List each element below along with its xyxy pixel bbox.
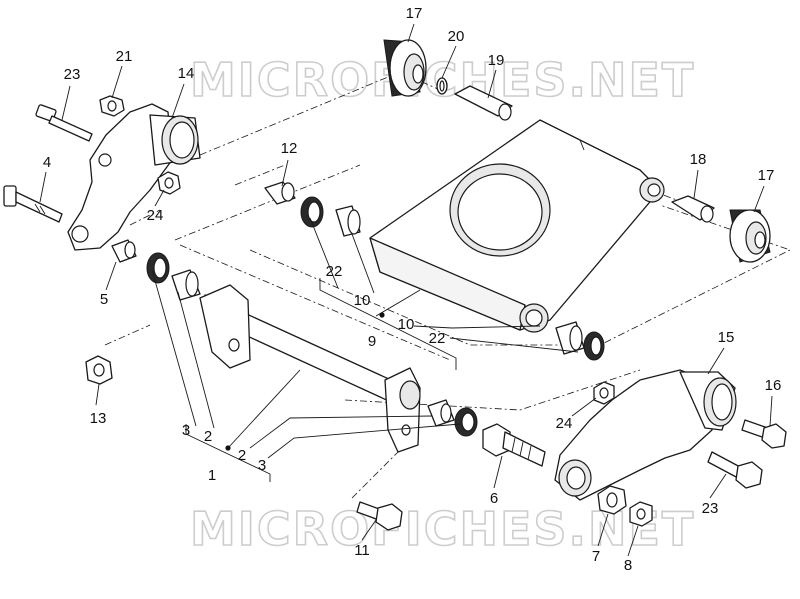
callout-4: 4	[43, 154, 51, 171]
callout-24-right: 24	[556, 415, 573, 432]
bolt-part-6	[482, 423, 546, 467]
seal-bearing-swingarm-lower	[555, 321, 605, 361]
right-bracket-part	[554, 369, 737, 501]
pin-part-19	[454, 85, 513, 121]
circlip-part-20	[436, 77, 448, 95]
nut-part-24-left	[157, 171, 181, 195]
silent-block-part-17-top	[383, 39, 427, 97]
seal-bearing-right-shaft	[427, 399, 478, 437]
callout-6: 6	[490, 490, 498, 507]
callout-7: 7	[592, 548, 600, 565]
callout-16: 16	[765, 377, 782, 394]
callout-20: 20	[448, 28, 465, 45]
callout-2-left: 2	[204, 428, 212, 445]
callout-numbers: 17 20 19 21 23 14 4 24 5 12 22 10 9 10 2…	[43, 5, 782, 574]
callout-5: 5	[100, 291, 108, 308]
bolt-part-11	[356, 501, 403, 531]
callout-9: 9	[368, 333, 376, 350]
pin-part-18	[671, 195, 715, 223]
callout-17-right: 17	[758, 167, 775, 184]
nut-part-21	[99, 95, 125, 117]
seal-bearing-upper	[300, 196, 361, 237]
callout-24-left: 24	[147, 207, 164, 224]
callout-19: 19	[488, 52, 505, 69]
nut-part-13	[85, 355, 113, 385]
bolt-part-16	[741, 419, 787, 449]
callout-3-left: 3	[182, 422, 190, 439]
callout-23-left: 23	[64, 66, 81, 83]
callout-21: 21	[116, 48, 133, 65]
silent-block-part-17-right	[729, 209, 771, 263]
leader-lines	[39, 23, 773, 557]
seal-bearing-left	[146, 252, 201, 301]
callout-3-right: 3	[258, 457, 266, 474]
callout-11: 11	[354, 542, 370, 559]
bolt-part-23-right	[707, 451, 763, 489]
callout-10-lower: 10	[398, 316, 415, 333]
callout-22-lower: 22	[429, 330, 446, 347]
callout-14: 14	[178, 65, 195, 82]
nut-part-8	[629, 501, 653, 527]
callout-8: 8	[624, 557, 632, 574]
bushing-part-12	[264, 181, 296, 205]
callout-18: 18	[690, 151, 707, 168]
callout-17-top: 17	[406, 5, 423, 22]
assembly-dot-9	[379, 312, 385, 318]
bolt-part-23-left	[35, 104, 93, 142]
bolt-part-4	[3, 185, 63, 223]
assembly-dot-1	[225, 445, 231, 451]
swingarm-part-9	[369, 119, 665, 333]
callout-12: 12	[281, 140, 298, 157]
callout-22-upper: 22	[326, 263, 343, 280]
callout-23-right: 23	[702, 500, 719, 517]
callout-13: 13	[90, 410, 107, 427]
callout-10-upper: 10	[354, 292, 371, 309]
nut-part-7	[597, 485, 627, 515]
callout-15: 15	[718, 329, 735, 346]
callout-2-right: 2	[238, 447, 246, 464]
callout-1: 1	[208, 467, 216, 484]
bushing-part-5	[111, 239, 137, 263]
left-bracket-part	[67, 103, 201, 251]
